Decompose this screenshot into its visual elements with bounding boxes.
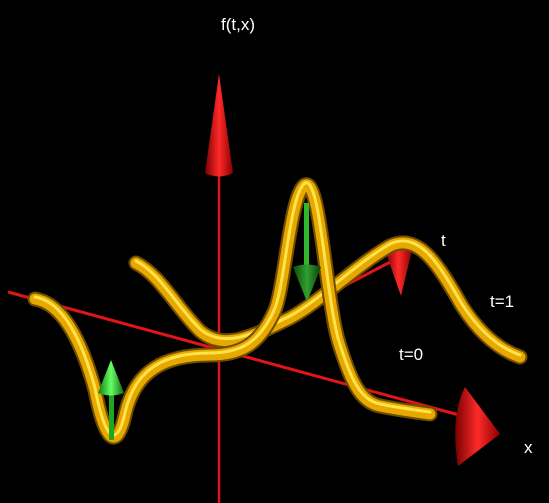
t-axis-label: t <box>441 231 446 250</box>
t-axis-arrowhead-icon <box>385 248 412 296</box>
curve-t0-label: t=0 <box>399 345 424 364</box>
x-axis <box>7 290 500 466</box>
arrow-up-icon <box>98 360 124 440</box>
arrow-down-icon <box>293 203 321 302</box>
x-axis-label: x <box>524 438 533 457</box>
x-axis-arrowhead-icon <box>455 387 500 466</box>
vertical-axis <box>205 74 233 503</box>
curve-t1-label: t=1 <box>490 292 515 311</box>
vertical-axis-label: f(t,x) <box>221 15 255 34</box>
curve-t0 <box>27 177 438 445</box>
vertical-axis-arrowhead-icon <box>205 74 233 177</box>
